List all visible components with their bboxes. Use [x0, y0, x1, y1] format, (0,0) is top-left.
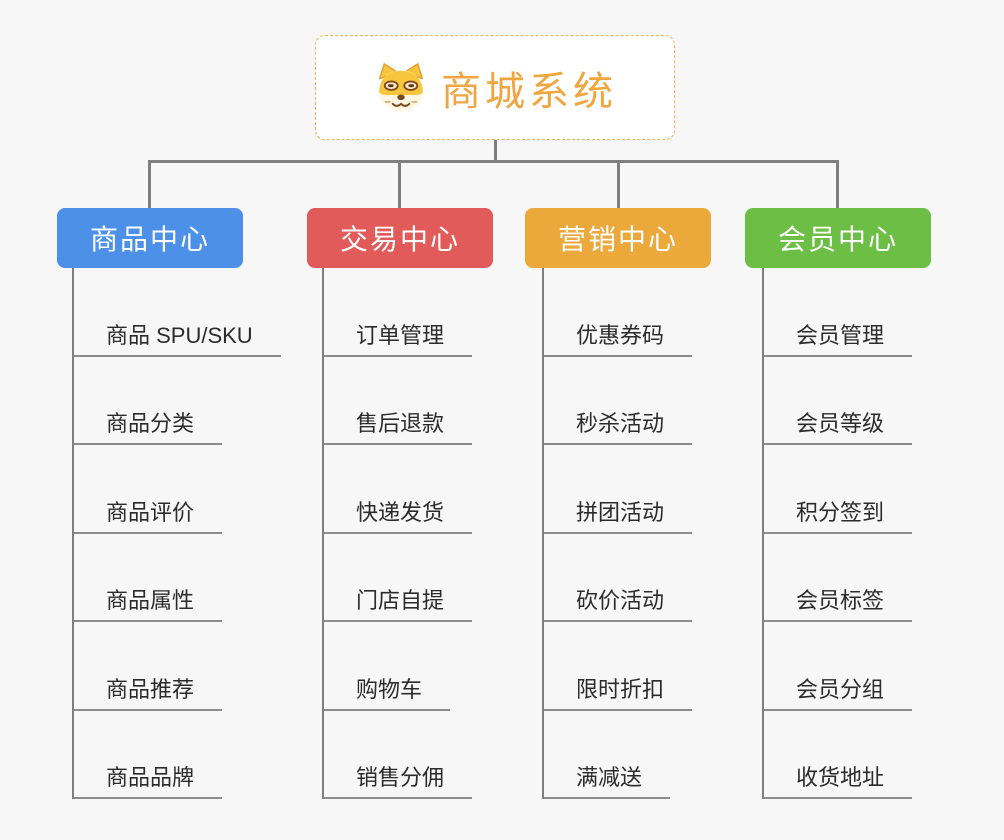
- root-title: 商城系统: [441, 69, 617, 114]
- connector-drop-trade: [398, 162, 401, 208]
- leaf-node[interactable]: 秒杀活动: [544, 357, 693, 445]
- branch-node-product-center[interactable]: 商品中心: [57, 208, 243, 268]
- leaf-node[interactable]: 商品 SPU/SKU: [74, 268, 281, 357]
- connector-drop-products: [148, 162, 151, 208]
- leaf-column-member-center: 会员管理 会员等级 积分签到 会员标签 会员分组 收货地址: [762, 268, 913, 799]
- leaf-node[interactable]: 销售分佣: [324, 711, 473, 799]
- leaf-column-marketing-center: 优惠券码 秒杀活动 拼团活动 砍价活动 限时折扣 满减送: [542, 268, 693, 799]
- leaf-node[interactable]: 商品推荐: [74, 622, 223, 711]
- connector-drop-members: [836, 162, 839, 208]
- leaf-column-product-center: 商品 SPU/SKU 商品分类 商品评价 商品属性 商品推荐 商品品牌: [72, 268, 281, 799]
- leaf-node[interactable]: 会员标签: [764, 534, 913, 622]
- leaf-node[interactable]: 优惠券码: [544, 268, 693, 357]
- leaf-node[interactable]: 限时折扣: [544, 622, 693, 711]
- leaf-node[interactable]: 会员等级: [764, 357, 913, 445]
- branch-node-marketing-center[interactable]: 营销中心: [525, 208, 711, 268]
- leaf-node[interactable]: 会员分组: [764, 622, 913, 711]
- connector-drop-marketing: [617, 162, 620, 208]
- leaf-node[interactable]: 商品属性: [74, 534, 223, 622]
- shiba-dog-icon: [378, 62, 424, 111]
- leaf-node[interactable]: 收货地址: [764, 711, 913, 799]
- leaf-node[interactable]: 购物车: [324, 622, 451, 711]
- root-node[interactable]: 商城系统: [315, 35, 675, 140]
- leaf-node[interactable]: 商品评价: [74, 445, 223, 534]
- leaf-node[interactable]: 会员管理: [764, 268, 913, 357]
- leaf-node[interactable]: 门店自提: [324, 534, 473, 622]
- leaf-node[interactable]: 拼团活动: [544, 445, 693, 534]
- leaf-node[interactable]: 砍价活动: [544, 534, 693, 622]
- leaf-column-trade-center: 订单管理 售后退款 快递发货 门店自提 购物车 销售分佣: [322, 268, 473, 799]
- branch-node-trade-center[interactable]: 交易中心: [307, 208, 493, 268]
- connector-horizontal-bar: [148, 160, 839, 163]
- leaf-node[interactable]: 订单管理: [324, 268, 473, 357]
- leaf-node[interactable]: 商品品牌: [74, 711, 223, 799]
- leaf-node[interactable]: 积分签到: [764, 445, 913, 534]
- branch-node-member-center[interactable]: 会员中心: [745, 208, 931, 268]
- leaf-node[interactable]: 满减送: [544, 711, 671, 799]
- connector-root-stem: [494, 140, 497, 162]
- leaf-node[interactable]: 快递发货: [324, 445, 473, 534]
- leaf-node[interactable]: 售后退款: [324, 357, 473, 445]
- leaf-node[interactable]: 商品分类: [74, 357, 223, 445]
